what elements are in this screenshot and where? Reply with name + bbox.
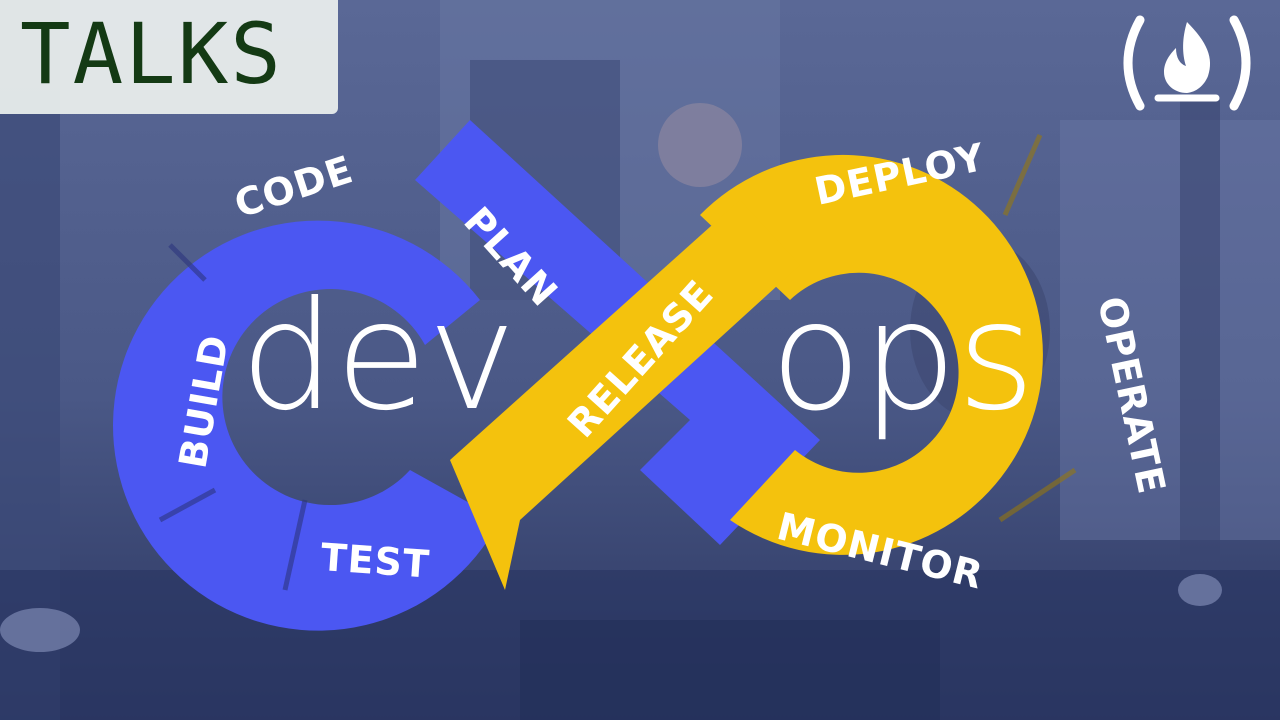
- left-paren-icon: [1123, 15, 1145, 111]
- talks-badge: TALKS: [0, 0, 338, 114]
- flame-icon: [1164, 22, 1211, 93]
- stage-label-operate: OPERATE: [1089, 293, 1174, 498]
- right-paren-icon: [1229, 15, 1251, 111]
- ops-word: ops: [770, 270, 1035, 444]
- dev-loop-ring: [113, 220, 501, 631]
- flame-logo: [1123, 15, 1251, 111]
- talks-label: TALKS: [20, 5, 283, 103]
- stage-label-test: TEST: [319, 535, 431, 587]
- stage-label-code: CODE: [229, 147, 358, 226]
- dev-word: dev: [240, 270, 516, 444]
- release-strand: [450, 200, 800, 590]
